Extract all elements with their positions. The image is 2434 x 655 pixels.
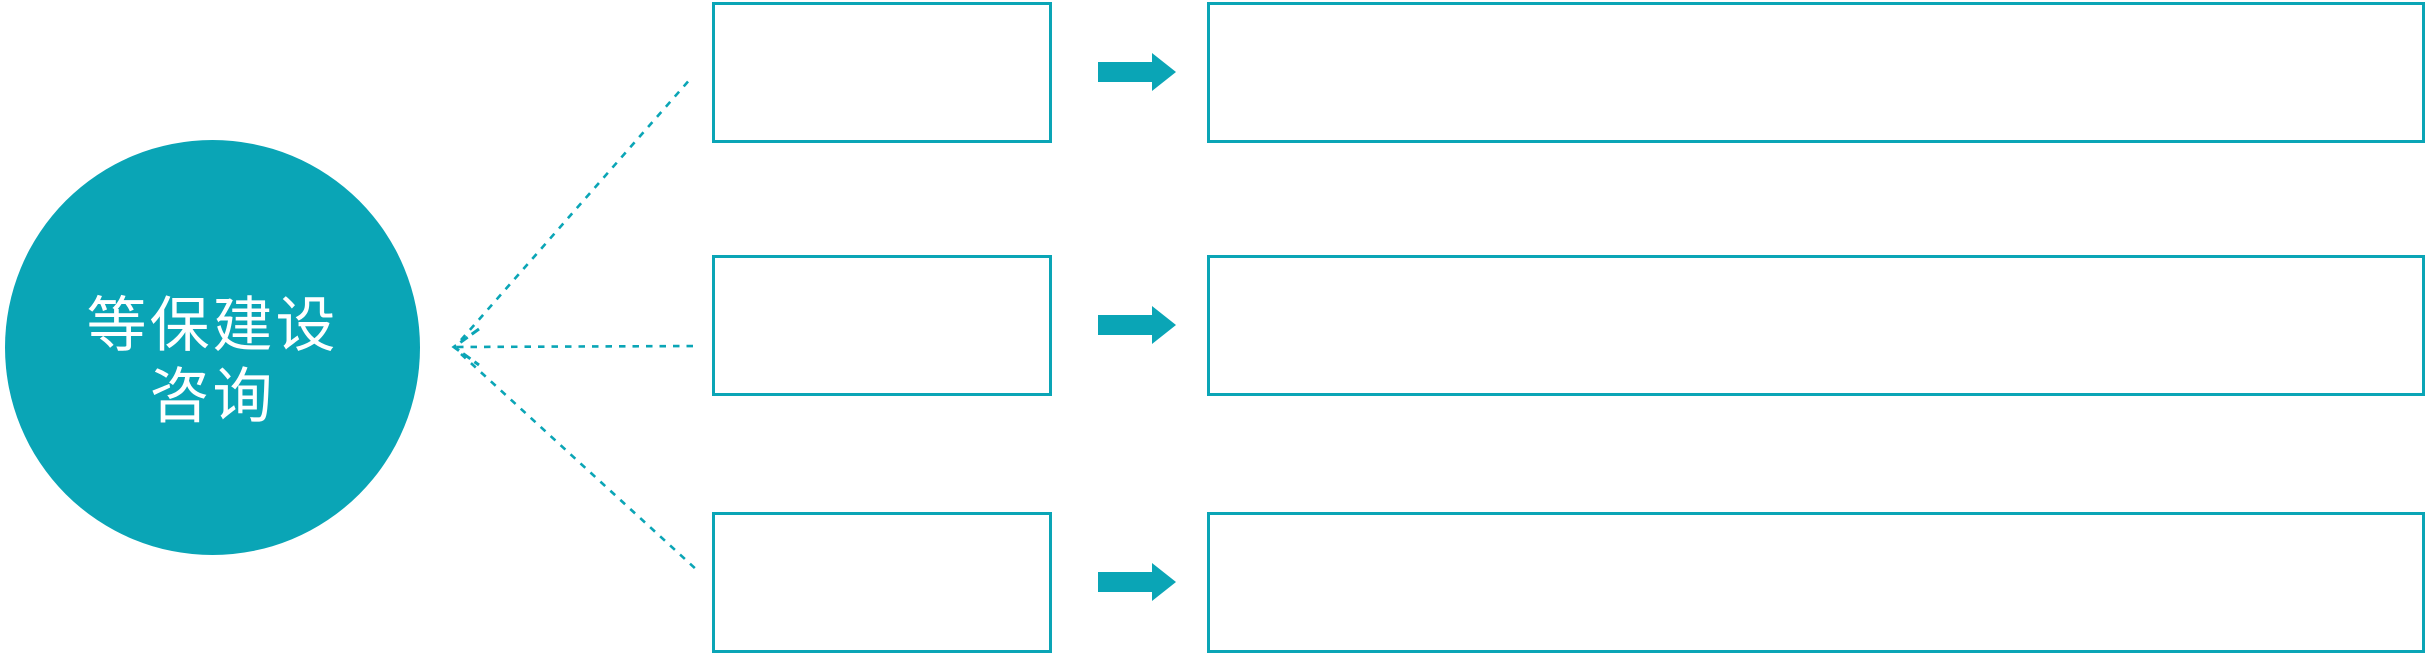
category-box-2 (712, 255, 1052, 396)
description-box-3 (1207, 512, 2425, 653)
right-arrow-icon (1098, 53, 1176, 91)
right-arrow-shape (1098, 563, 1176, 601)
connector-line-top (460, 76, 693, 341)
connector-line-bottom (460, 353, 699, 572)
hub-label: 等保建设 咨询 (87, 263, 339, 431)
category-box-3 (712, 512, 1052, 653)
hub-label-line2: 咨询 (149, 361, 276, 432)
right-arrow-shape (1098, 306, 1176, 344)
connector-line-middle (456, 344, 701, 349)
description-box-2 (1207, 255, 2425, 396)
category-box-1 (712, 2, 1052, 143)
hub-circle: 等保建设 咨询 (5, 140, 420, 555)
hub-label-line1: 等保建设 (86, 291, 339, 362)
description-box-1 (1207, 2, 2425, 143)
right-arrow-icon (1098, 306, 1176, 344)
right-arrow-icon (1098, 563, 1176, 601)
connector-group (451, 76, 701, 572)
right-arrow-shape (1098, 53, 1176, 91)
dashed-open-arrowhead-left-icon (451, 327, 480, 367)
